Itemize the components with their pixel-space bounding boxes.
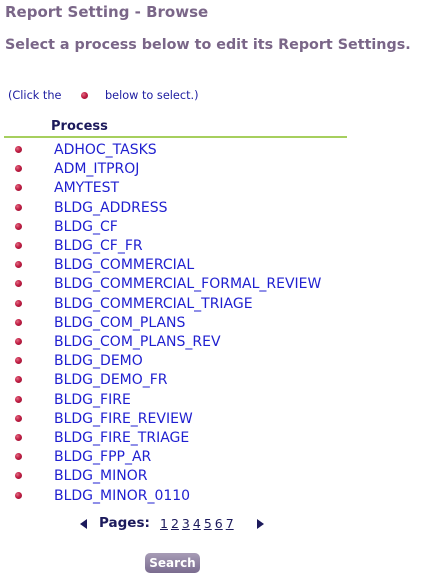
select-bullet-icon[interactable]: [15, 203, 22, 211]
select-bullet-icon[interactable]: [15, 395, 22, 403]
process-link[interactable]: BLDG_DEMO_FR: [54, 372, 168, 389]
page-link[interactable]: 7: [225, 516, 234, 531]
process-link[interactable]: BLDG_FIRE_TRIAGE: [54, 430, 190, 446]
process-link[interactable]: BLDG_COMMERCIAL_TRIAGE: [54, 295, 253, 312]
select-bullet-icon[interactable]: [15, 146, 22, 153]
process-link[interactable]: BLDG_COM_PLANS_REV: [54, 334, 221, 350]
process-link[interactable]: AMYTEST: [54, 180, 120, 197]
process-row: BLDG_FIRE: [0, 391, 420, 410]
process-row: BLDG_MINOR: [0, 467, 420, 486]
select-bullet-icon[interactable]: [15, 222, 22, 230]
select-bullet-icon[interactable]: [15, 453, 22, 461]
process-row: BLDG_FIRE_TRIAGE: [0, 429, 420, 448]
select-bullet-icon[interactable]: [15, 184, 22, 192]
process-link[interactable]: BLDG_FPP_AR: [54, 449, 152, 466]
process-row: BLDG_COM_PLANS: [0, 314, 420, 333]
process-link[interactable]: BLDG_ADDRESS: [54, 199, 168, 216]
select-bullet-icon[interactable]: [15, 491, 22, 499]
process-row: BLDG_DEMO_FR: [0, 371, 420, 390]
process-link[interactable]: BLDG_MINOR_0110: [54, 487, 191, 504]
process-row: ADM_ITPROJ: [0, 160, 420, 179]
select-bullet-icon[interactable]: [15, 357, 22, 365]
select-bullet-icon[interactable]: [15, 261, 22, 269]
hint-trail-text: below to select.): [105, 89, 199, 102]
page-link[interactable]: 6: [214, 516, 223, 531]
process-row: ADHOC_TASKS: [0, 141, 420, 160]
process-column-header: Process: [51, 119, 108, 134]
process-row: BLDG_COMMERCIAL_FORMAL_REVIEW: [0, 275, 420, 294]
process-row: BLDG_COMMERCIAL_TRIAGE: [0, 295, 420, 314]
process-link[interactable]: BLDG_MINOR: [54, 468, 148, 485]
process-row: BLDG_FPP_AR: [0, 448, 420, 467]
page-link[interactable]: 2: [170, 516, 179, 531]
next-page-icon[interactable]: [257, 519, 264, 529]
select-bullet-icon[interactable]: [15, 434, 22, 441]
process-row: BLDG_COMMERCIAL: [0, 256, 420, 275]
hint-lead-text: (Click the: [8, 89, 62, 102]
process-link[interactable]: ADHOC_TASKS: [54, 142, 157, 158]
pages-label: Pages:: [99, 515, 150, 531]
previous-page-icon[interactable]: [80, 519, 87, 529]
page-link[interactable]: 4: [192, 516, 201, 531]
select-bullet-icon[interactable]: [15, 376, 22, 384]
process-link[interactable]: BLDG_COM_PLANS: [54, 314, 186, 331]
process-row: BLDG_FIRE_REVIEW: [0, 410, 420, 429]
bullet-icon: [81, 92, 88, 99]
process-row: BLDG_MINOR_0110: [0, 487, 420, 506]
process-row: BLDG_CF: [0, 218, 420, 237]
process-row: BLDG_CF_FR: [0, 237, 420, 256]
process-link[interactable]: BLDG_CF_FR: [54, 238, 143, 254]
select-bullet-icon[interactable]: [15, 472, 22, 480]
process-link[interactable]: BLDG_FIRE_REVIEW: [54, 410, 193, 427]
process-link[interactable]: BLDG_COMMERCIAL_FORMAL_REVIEW: [54, 276, 322, 293]
header-divider: [4, 136, 347, 138]
page-link[interactable]: 1: [160, 516, 168, 531]
process-link[interactable]: ADM_ITPROJ: [54, 161, 140, 178]
process-link[interactable]: BLDG_COMMERCIAL: [54, 257, 195, 274]
search-button[interactable]: Search: [145, 553, 200, 573]
process-row: BLDG_COM_PLANS_REV: [0, 333, 420, 352]
process-link[interactable]: BLDG_DEMO: [54, 353, 143, 370]
process-row: BLDG_ADDRESS: [0, 199, 420, 218]
page-title: Report Setting - Browse: [5, 3, 209, 21]
process-link[interactable]: BLDG_CF: [54, 218, 118, 235]
select-bullet-icon[interactable]: [15, 318, 22, 326]
select-bullet-icon[interactable]: [15, 414, 22, 422]
select-bullet-icon[interactable]: [15, 338, 22, 345]
page-subtitle: Select a process below to edit its Repor…: [5, 37, 411, 53]
process-link[interactable]: BLDG_FIRE: [54, 391, 131, 408]
select-bullet-icon[interactable]: [15, 299, 22, 307]
process-row: BLDG_DEMO: [0, 352, 420, 371]
select-bullet-icon[interactable]: [15, 242, 22, 249]
page-link[interactable]: 3: [181, 516, 190, 531]
select-bullet-icon[interactable]: [15, 165, 22, 173]
process-row: AMYTEST: [0, 179, 420, 198]
page-link[interactable]: 5: [203, 516, 212, 531]
select-bullet-icon[interactable]: [15, 280, 22, 288]
